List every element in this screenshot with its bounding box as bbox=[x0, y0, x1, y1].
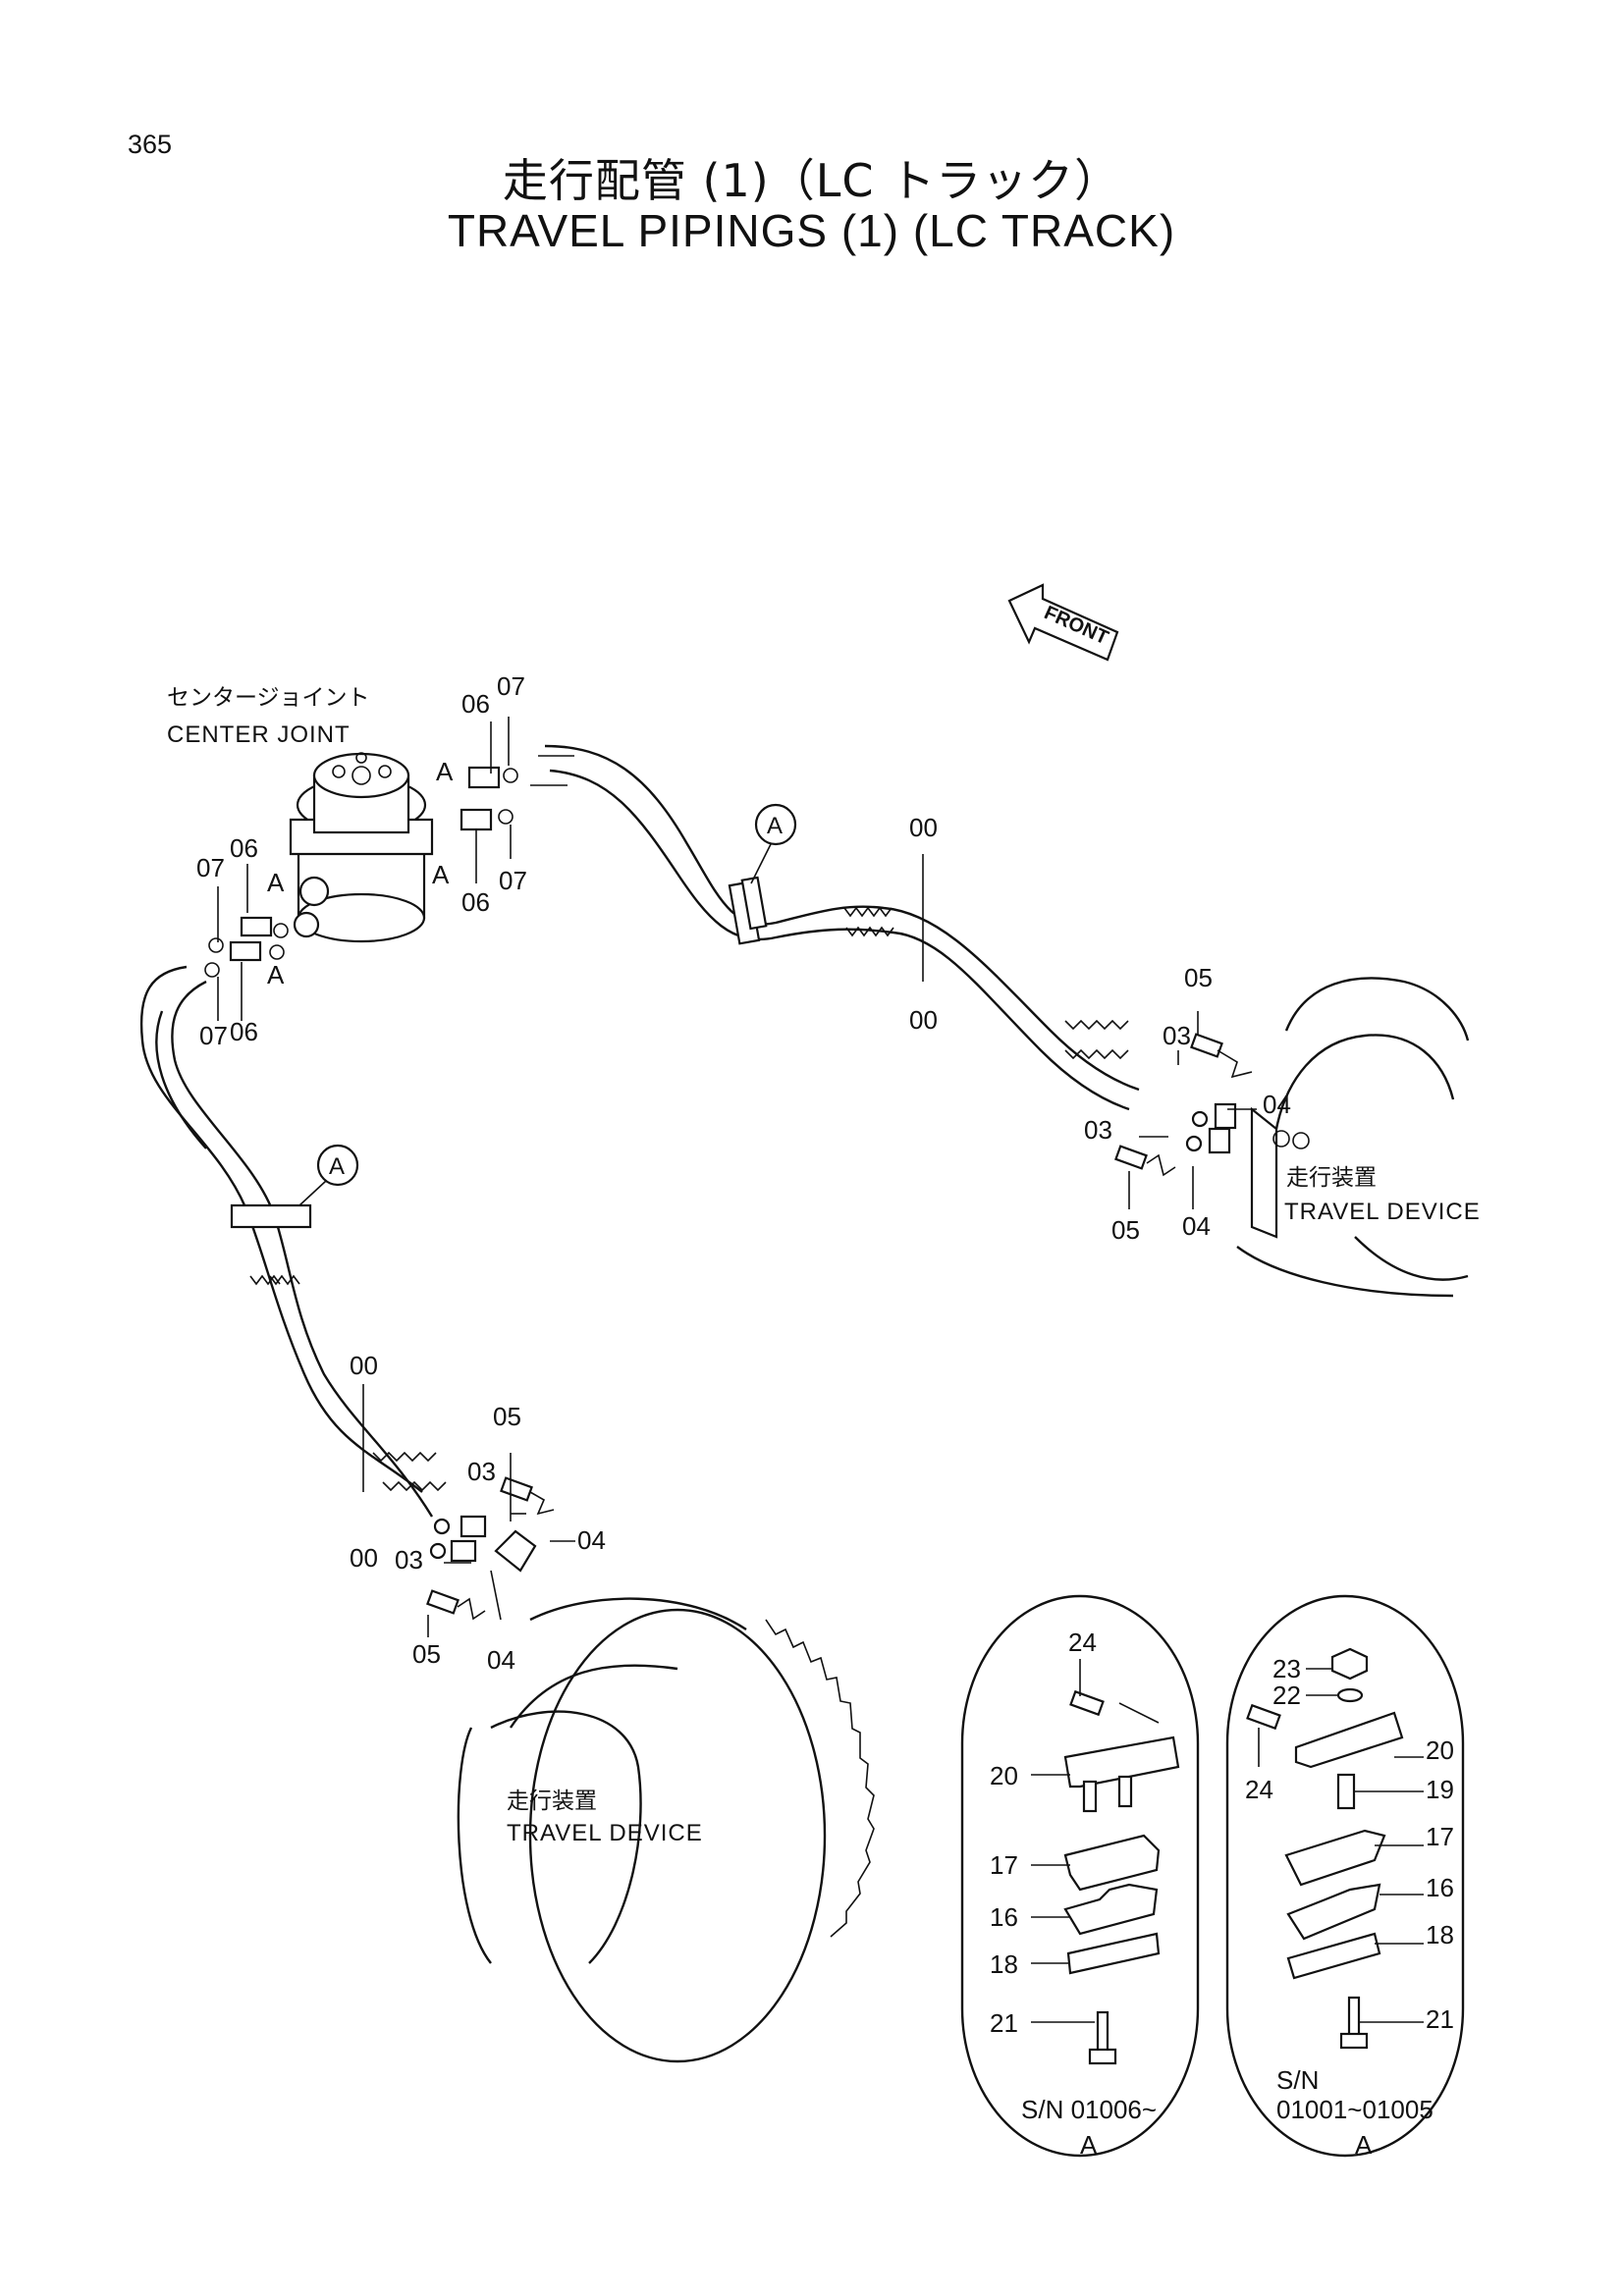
detail-right-21: 21 bbox=[1426, 2004, 1454, 2034]
callout-05-lower-bottom: 05 bbox=[412, 1639, 441, 1669]
detail-left-17: 17 bbox=[990, 1850, 1018, 1880]
travel-device-lower-label-en: TRAVEL DEVICE bbox=[507, 1820, 703, 1846]
spiral-guards bbox=[249, 906, 1129, 1492]
leader-lines bbox=[217, 717, 1257, 1637]
detail-right-17: 17 bbox=[1426, 1822, 1454, 1851]
detail-right-16: 16 bbox=[1426, 1873, 1454, 1902]
callout-04-right-bottom: 04 bbox=[1182, 1211, 1211, 1241]
callout-04-lower-top: 04 bbox=[577, 1525, 606, 1555]
callout-05-right-top: 05 bbox=[1184, 963, 1213, 992]
travel-device-right-label-jp: 走行装置 bbox=[1286, 1165, 1377, 1191]
detail-right-sn-range: 01001~01005 bbox=[1276, 2095, 1434, 2124]
travel-device-lower-label-jp: 走行装置 bbox=[507, 1789, 597, 1814]
center-joint-label-jp: センタージョイント bbox=[167, 685, 370, 711]
detail-left-sn: S/N 01006~ bbox=[1021, 2095, 1157, 2124]
detail-a-right bbox=[1225, 1594, 1465, 2158]
callout-06-left-top: 06 bbox=[230, 833, 258, 863]
detail-a-left bbox=[960, 1594, 1200, 2158]
callout-00-lower-top: 00 bbox=[350, 1351, 378, 1380]
clamp-a-upper: A bbox=[728, 803, 797, 945]
clamp-ref-a-lower: A bbox=[329, 1153, 345, 1180]
detail-right-sn-label: S/N bbox=[1276, 2065, 1319, 2095]
callout-07-left-bottom: 07 bbox=[199, 1021, 228, 1050]
title-english: TRAVEL PIPINGS (1) (LC TRACK) bbox=[447, 205, 1176, 256]
callout-00-upper-top: 00 bbox=[909, 813, 938, 842]
bolts-right bbox=[1114, 1033, 1253, 1177]
callout-03-lower-bottom: 03 bbox=[395, 1545, 423, 1575]
ref-a-4: A bbox=[267, 960, 285, 989]
callout-07-left-top: 07 bbox=[196, 853, 225, 882]
detail-left-16: 16 bbox=[990, 1902, 1018, 1932]
callout-00-upper-bottom: 00 bbox=[909, 1005, 938, 1035]
callout-03-right-bottom: 03 bbox=[1084, 1115, 1112, 1145]
ref-a-1: A bbox=[436, 757, 454, 786]
callout-04-lower-bottom: 04 bbox=[487, 1645, 515, 1675]
detail-right-a: A bbox=[1355, 2130, 1373, 2160]
callout-00-lower-bottom: 00 bbox=[350, 1543, 378, 1573]
clamp-ref-a-upper: A bbox=[767, 813, 783, 839]
detail-right-23: 23 bbox=[1272, 1654, 1301, 1683]
ref-a-2: A bbox=[432, 860, 450, 889]
callout-07-top: 07 bbox=[497, 671, 525, 701]
detail-right-20: 20 bbox=[1426, 1735, 1454, 1765]
title-japanese: 走行配管 (1)（LC トラック） bbox=[502, 154, 1121, 207]
detail-right-18: 18 bbox=[1426, 1920, 1454, 1949]
detail-left-21: 21 bbox=[990, 2008, 1018, 2038]
bolts-lower bbox=[426, 1476, 555, 1621]
callout-04-right-top: 04 bbox=[1263, 1090, 1291, 1119]
center-joint-label-en: CENTER JOINT bbox=[167, 721, 351, 748]
detail-right-22: 22 bbox=[1272, 1681, 1301, 1710]
detail-left-24: 24 bbox=[1068, 1628, 1097, 1657]
detail-right-24: 24 bbox=[1245, 1775, 1273, 1804]
callout-05-lower-top: 05 bbox=[493, 1402, 521, 1431]
callout-05-right-bottom: 05 bbox=[1111, 1215, 1140, 1245]
travel-device-right bbox=[1185, 977, 1470, 1298]
detail-left-a: A bbox=[1080, 2130, 1098, 2160]
callout-06-mid: 06 bbox=[461, 887, 490, 917]
travel-device-right-label-en: TRAVEL DEVICE bbox=[1284, 1199, 1481, 1225]
ref-a-3: A bbox=[267, 868, 285, 897]
callout-06-left-bottom: 06 bbox=[230, 1017, 258, 1046]
hose-lower bbox=[139, 965, 434, 1518]
callout-03-lower-top: 03 bbox=[467, 1457, 496, 1486]
hose-upper bbox=[530, 744, 1140, 1111]
center-joint bbox=[289, 752, 434, 943]
detail-left-20: 20 bbox=[990, 1761, 1018, 1790]
travel-device-lower bbox=[429, 1515, 875, 2063]
front-arrow: FRONT bbox=[1007, 583, 1119, 662]
callout-07-mid: 07 bbox=[499, 866, 527, 895]
callout-06-top: 06 bbox=[461, 689, 490, 719]
clamp-a-lower: A bbox=[230, 1144, 359, 1229]
callout-03-right-top: 03 bbox=[1163, 1021, 1191, 1050]
page-number: 365 bbox=[128, 130, 173, 159]
detail-right-19: 19 bbox=[1426, 1775, 1454, 1804]
detail-left-18: 18 bbox=[990, 1949, 1018, 1979]
